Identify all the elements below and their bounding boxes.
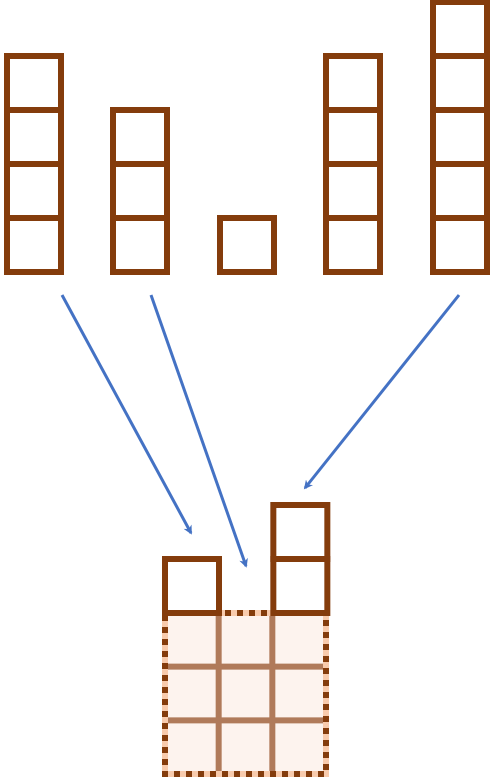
stack-block	[4, 215, 64, 275]
stack-block	[4, 53, 64, 113]
stack-block	[430, 161, 490, 221]
stack-1	[4, 53, 64, 275]
stack-block	[430, 215, 490, 275]
base-grid-fill	[165, 613, 326, 774]
stack-block	[430, 53, 490, 113]
stack-block	[110, 107, 170, 167]
stack-block	[110, 161, 170, 221]
base-grid-lines	[165, 613, 326, 774]
result-left-block	[162, 556, 222, 616]
stack-block	[430, 107, 490, 167]
stack-block	[217, 215, 277, 275]
stack-4	[323, 53, 383, 275]
arrow-from-stack-2	[149, 294, 248, 568]
stack-block	[110, 215, 170, 275]
base-grid-border-dashes	[162, 610, 329, 777]
stack-block	[4, 107, 64, 167]
arrow-from-stack-5	[303, 294, 461, 490]
stack-block	[430, 0, 490, 59]
stack-5	[430, 0, 490, 275]
top-stacks	[4, 0, 490, 275]
arrows	[60, 294, 461, 568]
stack-3	[217, 215, 277, 275]
stack-block	[323, 107, 383, 167]
stack-block	[4, 161, 64, 221]
result-right-block	[270, 556, 331, 616]
arrow-from-stack-1	[60, 294, 193, 535]
stack-block	[323, 215, 383, 275]
stack-block	[323, 53, 383, 113]
result-structure	[162, 502, 331, 777]
result-columns	[162, 502, 331, 616]
stack-2	[110, 107, 170, 275]
result-right-block	[270, 502, 331, 562]
stack-block	[323, 161, 383, 221]
